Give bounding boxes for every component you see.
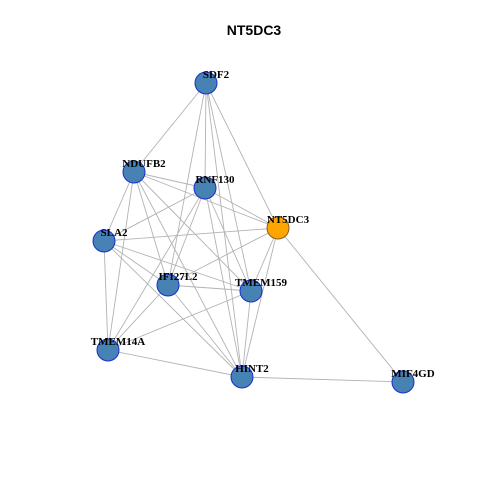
edge-nt5dc3-hint2 xyxy=(241,227,279,378)
node-label-nt5dc3: NT5DC3 xyxy=(267,214,310,226)
node-rnf130 xyxy=(193,176,217,200)
edge-sla2-tmem14a xyxy=(103,240,109,351)
edge-sdf2-nt5dc3 xyxy=(205,82,279,229)
edge-ndufb2-tmem159 xyxy=(133,171,252,292)
edge-hint2-mif4gd xyxy=(241,376,404,383)
edge-rnf130-hint2 xyxy=(204,187,243,378)
edge-sla2-ifi27l2 xyxy=(103,240,169,286)
node-tmem159 xyxy=(239,279,263,303)
edge-nt5dc3-mif4gd xyxy=(277,227,404,383)
edge-sla2-tmem159 xyxy=(103,240,252,292)
node-label-ndufb2: NDUFB2 xyxy=(122,158,166,170)
edge-tmem159-tmem14a xyxy=(107,290,252,351)
node-mif4gd xyxy=(391,370,415,394)
node-label-ifi27l2: IFI27L2 xyxy=(158,271,198,283)
edge-ifi27l2-hint2 xyxy=(167,284,243,378)
node-tmem14a xyxy=(96,338,120,362)
edge-sdf2-ndufb2 xyxy=(133,82,207,173)
node-sla2 xyxy=(92,229,116,253)
graph-title: NT5DC3 xyxy=(227,22,282,38)
edge-sla2-hint2 xyxy=(103,240,243,378)
node-label-hint2: HINT2 xyxy=(235,363,269,375)
edge-rnf130-tmem14a xyxy=(107,187,206,351)
edge-ifi27l2-tmem159 xyxy=(167,284,252,292)
edge-rnf130-nt5dc3 xyxy=(204,187,279,229)
edge-rnf130-tmem159 xyxy=(204,187,252,292)
edge-ndufb2-tmem14a xyxy=(107,171,135,351)
node-nt5dc3 xyxy=(266,216,290,240)
node-label-rnf130: RNF130 xyxy=(195,174,235,186)
edges-layer xyxy=(103,82,404,383)
edge-ndufb2-ifi27l2 xyxy=(133,171,169,286)
edge-tmem159-hint2 xyxy=(241,290,252,378)
node-label-sla2: SLA2 xyxy=(101,227,128,239)
nodes-layer xyxy=(92,71,415,394)
edge-nt5dc3-sla2 xyxy=(103,227,279,242)
node-hint2 xyxy=(230,365,254,389)
node-label-sdf2: SDF2 xyxy=(203,69,230,81)
node-label-tmem159: TMEM159 xyxy=(235,277,287,289)
edge-ndufb2-sla2 xyxy=(103,171,135,242)
node-ifi27l2 xyxy=(156,273,180,297)
edge-ndufb2-nt5dc3 xyxy=(133,171,279,229)
edge-ifi27l2-tmem14a xyxy=(107,284,169,351)
edge-hint2-tmem14a xyxy=(107,349,243,378)
edge-sdf2-rnf130 xyxy=(204,82,207,189)
node-label-tmem14a: TMEM14A xyxy=(91,336,145,348)
edge-ndufb2-rnf130 xyxy=(133,171,206,189)
edge-sdf2-tmem159 xyxy=(205,82,252,292)
edge-rnf130-sla2 xyxy=(103,187,206,242)
node-sdf2 xyxy=(194,71,218,95)
edge-nt5dc3-ifi27l2 xyxy=(167,227,279,286)
node-label-mif4gd: MIF4GD xyxy=(391,368,434,380)
node-ndufb2 xyxy=(122,160,146,184)
edge-rnf130-ifi27l2 xyxy=(167,187,206,286)
